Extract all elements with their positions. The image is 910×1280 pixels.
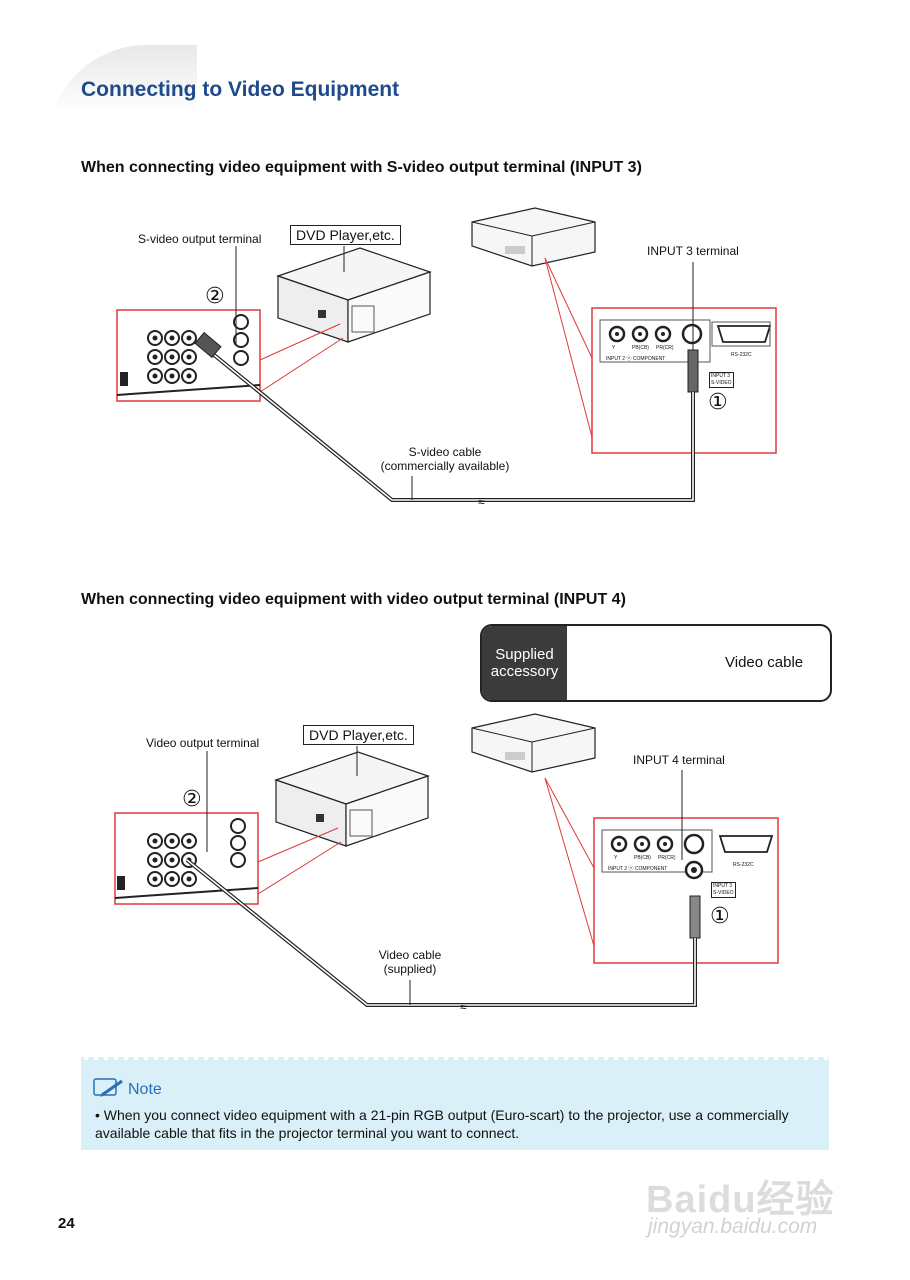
svideo-cable bbox=[194, 331, 699, 502]
s2-step1-marker: ① bbox=[710, 903, 730, 928]
s2-panel-pr: PR(CR) bbox=[658, 855, 676, 861]
supplied-accessory-tag: Supplied accessory bbox=[482, 626, 567, 700]
video-cable bbox=[185, 858, 701, 1007]
supplied-line2: accessory bbox=[490, 663, 559, 680]
s1-cable-label: S-video cable (commercially available) bbox=[372, 445, 518, 473]
s2-step2-marker: ② bbox=[182, 786, 202, 811]
note-box: Note • When you connect video equipment … bbox=[81, 1057, 829, 1150]
s1-panel-input3-text: INPUT 3 bbox=[711, 373, 731, 379]
section1-heading: When connecting video equipment with S-v… bbox=[81, 159, 642, 176]
s2-panel-rs232: RS-232C bbox=[733, 862, 754, 868]
output-jacks-1 bbox=[116, 314, 261, 396]
dvd-player-2 bbox=[274, 751, 430, 847]
s1-panel-input3: INPUT 3 S-VIDEO bbox=[709, 372, 734, 388]
projector-2 bbox=[471, 713, 596, 773]
s2-panel-y: Y bbox=[614, 855, 618, 861]
s1-step1-marker: ① bbox=[708, 389, 728, 414]
watermark-url: jingyan.baidu.com bbox=[648, 1215, 818, 1238]
s2-panel-input3-text: INPUT 3 bbox=[713, 883, 733, 889]
s2-cable-label: Video cable (supplied) bbox=[360, 948, 460, 976]
output-jacks-2 bbox=[114, 818, 259, 899]
s2-panel-component: INPUT 2 ⓔ COMPONENT bbox=[608, 866, 668, 872]
input-panel-2 bbox=[601, 829, 774, 880]
projector-1 bbox=[471, 207, 596, 267]
page-title: Connecting to Video Equipment bbox=[81, 78, 400, 101]
s1-panel-svideo-text: S-VIDEO bbox=[711, 380, 732, 386]
s1-panel-y: Y bbox=[612, 345, 616, 351]
pencil-note-icon bbox=[93, 1078, 123, 1097]
s1-cable-label-line1: S-video cable bbox=[408, 445, 482, 459]
s2-panel-svideo-text: S-VIDEO bbox=[713, 890, 734, 896]
note-border-dots bbox=[81, 1057, 829, 1063]
s2-panel-pb: PB(CB) bbox=[634, 855, 651, 861]
s2-cable-label-line1: Video cable bbox=[378, 948, 442, 962]
s2-input-terminal-label: INPUT 4 terminal bbox=[633, 753, 725, 767]
s2-device-label: DVD Player,etc. bbox=[303, 725, 414, 745]
note-text: • When you connect video equipment with … bbox=[95, 1107, 789, 1141]
supplied-accessory-box: Supplied accessory Video cable bbox=[480, 624, 832, 702]
s2-cable-label-line2: (supplied) bbox=[383, 962, 437, 976]
s1-input-terminal-label: INPUT 3 terminal bbox=[647, 244, 739, 258]
note-title: Note bbox=[128, 1081, 162, 1098]
watermark-logo: Baidu经验 bbox=[646, 1179, 835, 1221]
svg-text:≈: ≈ bbox=[460, 1000, 467, 1014]
supplied-line1: Supplied bbox=[495, 646, 554, 663]
s1-cable-label-line2: (commercially available) bbox=[380, 459, 510, 473]
s1-device-label: DVD Player,etc. bbox=[290, 225, 401, 245]
s2-panel-input3: INPUT 3 S-VIDEO bbox=[711, 882, 736, 898]
dvd-player-1 bbox=[276, 247, 432, 343]
svg-text:≈: ≈ bbox=[478, 495, 485, 509]
s2-output-terminal-label: Video output terminal bbox=[146, 736, 260, 750]
page-number: 24 bbox=[58, 1215, 75, 1232]
s1-panel-pb: PB(CB) bbox=[632, 345, 649, 351]
s1-step2-marker: ② bbox=[205, 283, 225, 308]
s1-panel-rs232: RS-232C bbox=[731, 352, 752, 358]
s1-panel-component: INPUT 2 ⓔ COMPONENT bbox=[606, 356, 666, 362]
s1-panel-pr: PR(CR) bbox=[656, 345, 674, 351]
input-panel-1 bbox=[599, 319, 772, 363]
section2-heading: When connecting video equipment with vid… bbox=[81, 591, 626, 608]
s1-output-terminal-label: S-video output terminal bbox=[138, 232, 262, 246]
supplied-item-label: Video cable bbox=[725, 654, 804, 671]
